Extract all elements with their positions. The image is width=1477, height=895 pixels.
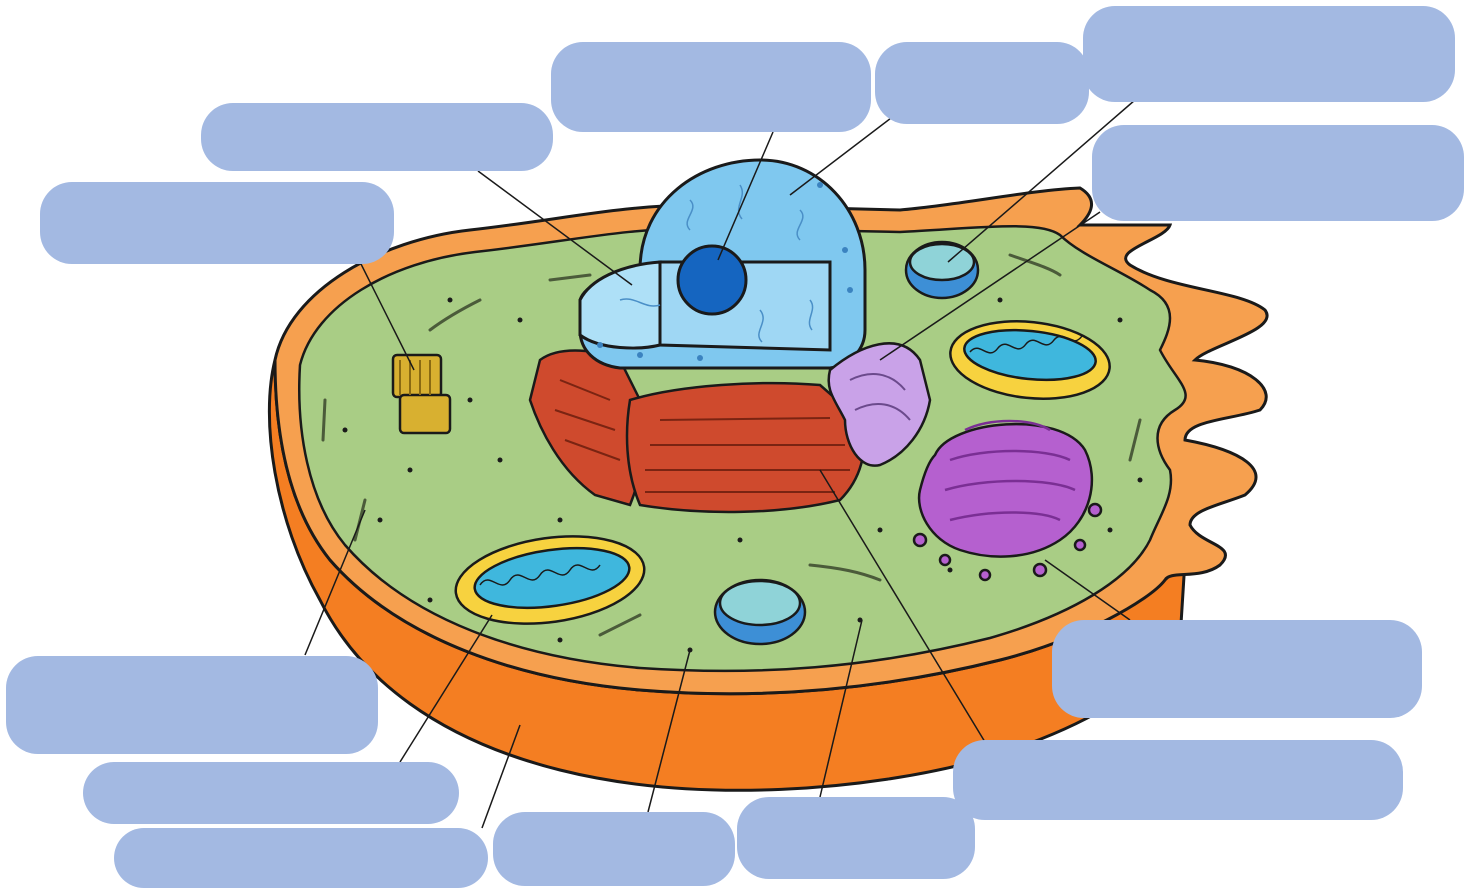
centrosome: [393, 355, 450, 433]
nucleolus: [678, 246, 746, 314]
label-box[interactable]: [83, 762, 459, 824]
lysosome-upper: [906, 242, 978, 298]
label-box[interactable]: [551, 42, 871, 132]
label-box[interactable]: [40, 182, 394, 264]
label-box[interactable]: [1092, 125, 1464, 221]
label-box[interactable]: [737, 797, 975, 879]
label-box[interactable]: [201, 103, 553, 171]
lysosome-lower: [715, 580, 805, 644]
label-box[interactable]: [875, 42, 1089, 124]
label-box[interactable]: [114, 828, 488, 888]
label-box[interactable]: [6, 656, 378, 754]
label-box[interactable]: [953, 740, 1403, 820]
label-box[interactable]: [1083, 6, 1455, 102]
label-box[interactable]: [1052, 620, 1422, 718]
label-box[interactable]: [493, 812, 735, 886]
